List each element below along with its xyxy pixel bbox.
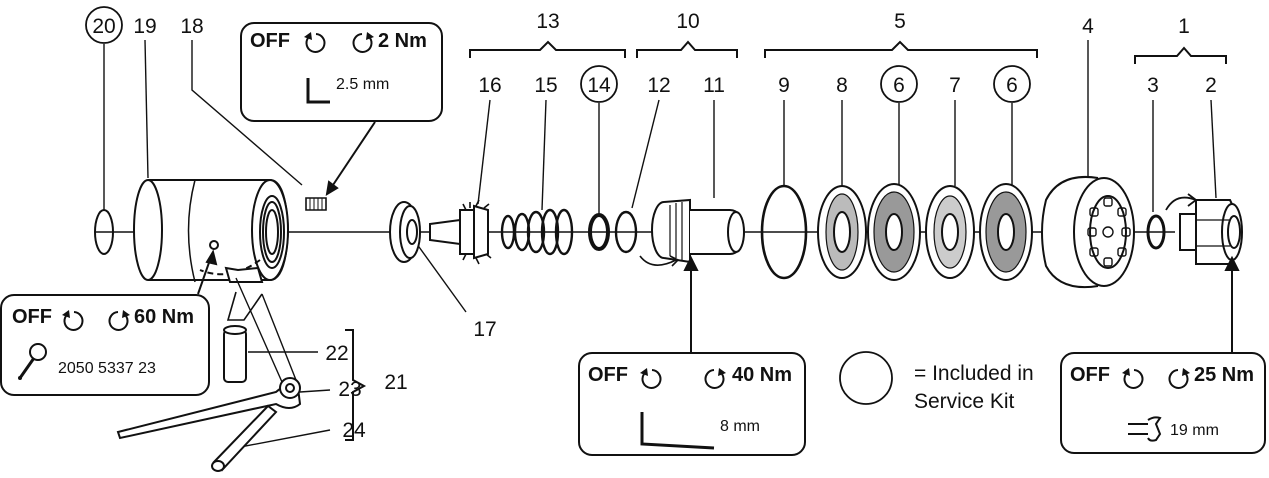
- label-5: 5: [894, 10, 906, 33]
- label-4: 4: [1082, 15, 1094, 38]
- clockwise-arrow-icon: [352, 32, 374, 53]
- part-20-oring: [94, 209, 114, 255]
- counterclockwise-arrow-icon: [640, 368, 662, 389]
- hex-key-size: 8 mm: [720, 418, 760, 435]
- label-15: 15: [534, 74, 557, 97]
- label-6a: 6: [893, 74, 905, 97]
- part-17-bearing: [389, 201, 421, 263]
- part-6a-muffler: [867, 183, 921, 281]
- torque-box-25nm: OFF 25 Nm 19 mm: [1060, 352, 1266, 454]
- part-23-spanner: [116, 277, 302, 440]
- counterclockwise-arrow-icon: [304, 32, 326, 53]
- part-16-collet: [429, 199, 492, 265]
- part-24-pin: [211, 404, 278, 472]
- label-23: 23: [338, 378, 361, 401]
- legend-line-2: Service Kit: [914, 390, 1015, 413]
- clockwise-arrow-icon: [108, 310, 130, 331]
- label-17: 17: [473, 318, 496, 341]
- spanner-part-number: 2050 5337 23: [58, 360, 156, 377]
- bracket-1: [1134, 46, 1227, 64]
- label-9: 9: [778, 74, 790, 97]
- label-2: 2: [1205, 74, 1217, 97]
- off-label: OFF: [1070, 364, 1110, 386]
- part-6b-muffler: [979, 183, 1033, 281]
- service-kit-legend: = Included in Service Kit: [914, 360, 1034, 416]
- kit-circle-6b: [993, 65, 1031, 103]
- label-20: 20: [92, 15, 115, 38]
- part-12-oring: [614, 210, 638, 254]
- part-7-spacer: [925, 185, 975, 279]
- kit-circle-14: [580, 65, 618, 103]
- torque-box-40nm: OFF 40 Nm 8 mm: [578, 352, 806, 456]
- torque-box-60nm: OFF 60 Nm 2050 5337 23: [0, 294, 210, 396]
- bracket-5: [764, 40, 1038, 58]
- torque-value: 60 Nm: [134, 306, 195, 328]
- label-8: 8: [836, 74, 848, 97]
- label-10: 10: [676, 10, 699, 33]
- label-19: 19: [133, 15, 156, 38]
- off-label: OFF: [250, 30, 290, 52]
- counterclockwise-arrow-icon: [1122, 368, 1144, 389]
- label-16: 16: [478, 74, 501, 97]
- hex-key-icon: [306, 78, 330, 104]
- part-4-endcap: [1041, 176, 1135, 288]
- callout-pointers: [197, 121, 1240, 352]
- label-12: 12: [647, 74, 670, 97]
- kit-circle-20: [85, 6, 123, 44]
- label-21: 21: [384, 371, 407, 394]
- part-labels: 20 19 18 13 10 5 4 1 16 15 14 12 11 9 8 …: [85, 6, 1217, 442]
- label-7: 7: [949, 74, 961, 97]
- label-1: 1: [1178, 15, 1190, 38]
- part-2-fitting: [1165, 193, 1243, 265]
- label-24: 24: [342, 419, 366, 442]
- wrench-size: 19 mm: [1170, 422, 1219, 439]
- hex-key-size: 2.5 mm: [336, 76, 390, 93]
- label-14: 14: [587, 74, 611, 97]
- clockwise-arrow-icon: [1168, 368, 1190, 389]
- off-label: OFF: [588, 364, 628, 386]
- part-18-set-screw: [305, 197, 327, 211]
- part-22-pin: [223, 325, 247, 383]
- label-18: 18: [180, 15, 203, 38]
- label-6b: 6: [1006, 74, 1018, 97]
- part-8-filter: [817, 185, 867, 279]
- torque-value: 40 Nm: [732, 364, 793, 386]
- kit-circle-6a: [880, 65, 918, 103]
- bracket-21: [345, 329, 367, 441]
- label-13: 13: [536, 10, 559, 33]
- part-14-ring: [588, 213, 610, 251]
- part-3-oring: [1146, 214, 1166, 250]
- label-11: 11: [703, 74, 725, 97]
- label-3: 3: [1147, 74, 1159, 97]
- part-9-oring: [760, 184, 808, 280]
- open-wrench-icon: [1128, 416, 1162, 442]
- legend-circle: [839, 351, 893, 405]
- bracket-13: [469, 40, 626, 58]
- counterclockwise-arrow-icon: [62, 310, 84, 331]
- bracket-10: [636, 40, 738, 58]
- torque-value: 2 Nm: [378, 30, 427, 52]
- pin-spanner-icon: [18, 343, 47, 380]
- hex-key-icon: [640, 412, 715, 450]
- torque-value: 25 Nm: [1194, 364, 1255, 386]
- torque-box-2nm: OFF 2 Nm 2.5 mm: [240, 22, 443, 122]
- off-label: OFF: [12, 306, 52, 328]
- legend-line-1: = Included in: [914, 362, 1034, 385]
- leader-lines: [103, 39, 1217, 449]
- part-15-spring: [500, 208, 574, 256]
- label-22: 22: [325, 342, 348, 365]
- part-11-valve: [639, 198, 746, 267]
- part-19-housing: [133, 179, 290, 283]
- clockwise-arrow-icon: [704, 368, 726, 389]
